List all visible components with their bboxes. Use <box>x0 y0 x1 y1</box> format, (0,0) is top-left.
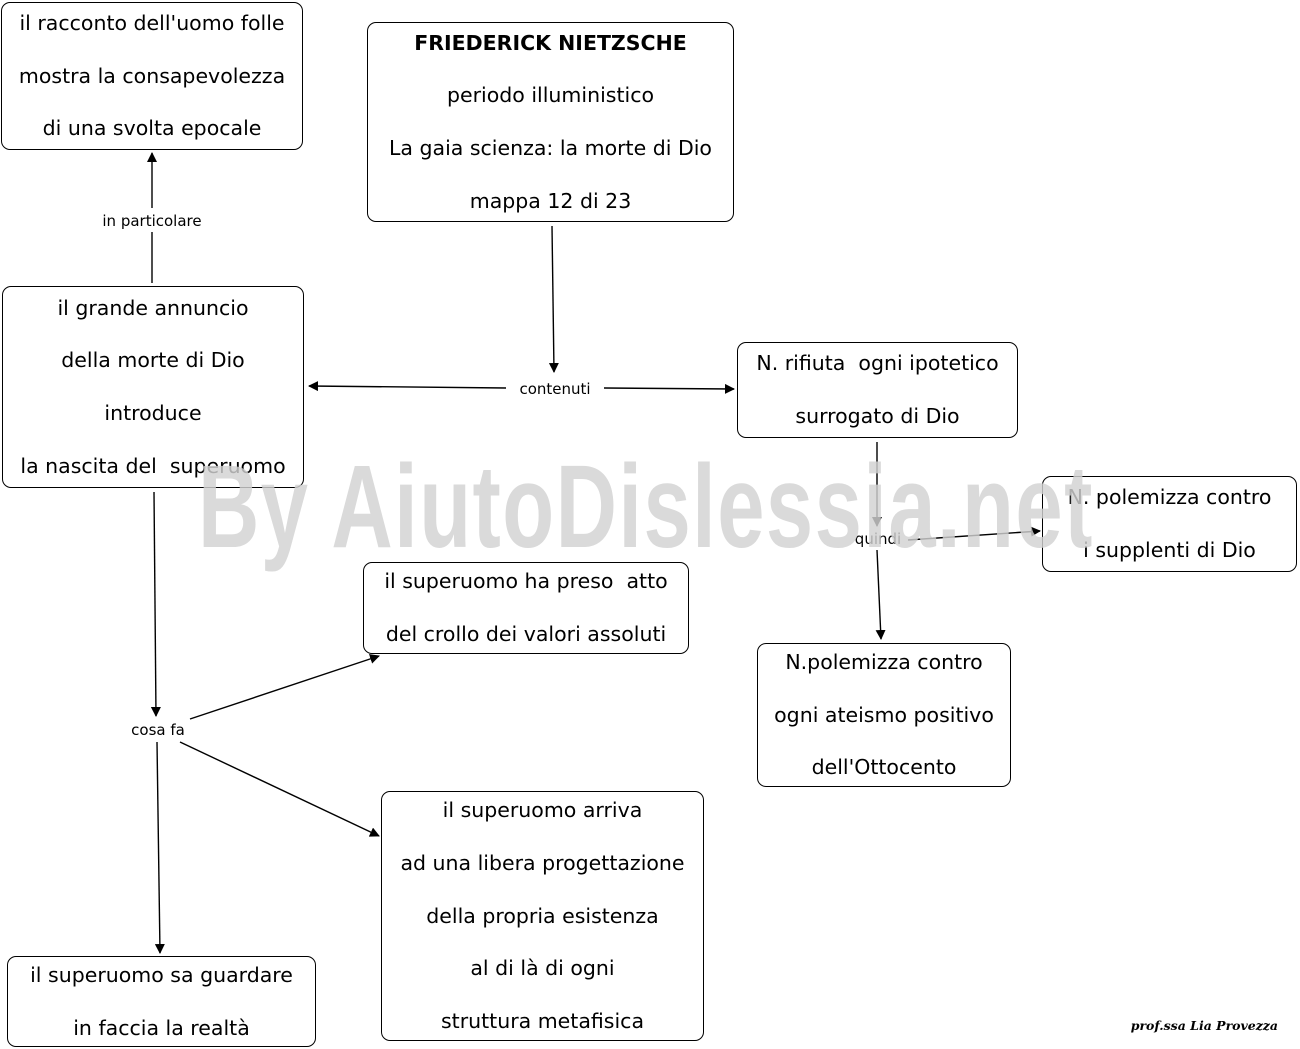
connector-contenuti-to-announcement <box>308 381 507 392</box>
node-collapse: il superuomo ha preso atto del crollo de… <box>363 562 689 654</box>
connector-cosa-fa-to-collapse <box>189 654 380 720</box>
node-project-line-4: al di là di ogni <box>470 956 615 981</box>
node-announcement-line-3: introduce <box>104 401 202 425</box>
connector-quindi-to-atheism <box>875 549 886 640</box>
node-madman-line-3: di una svolta epocale <box>42 116 262 141</box>
link-label-in-particolare: in particolare <box>99 212 205 230</box>
connector-title-to-contenuti <box>548 225 559 373</box>
node-project-line-5: struttura metafisica <box>440 1009 645 1034</box>
node-reality: il superuomo sa guardare in faccia la re… <box>7 956 316 1047</box>
node-reality-line-1: il superuomo sa guardare <box>30 962 293 987</box>
node-madman: il racconto dell'uomo folle mostra la co… <box>1 2 303 150</box>
node-title-line-4: mappa 12 di 23 <box>469 188 632 213</box>
node-announcement-line-2: della morte di Dio <box>61 348 245 373</box>
node-title-line-2: periodo illuministico <box>446 83 655 108</box>
node-supplents-line-1: N. polemizza contro <box>1067 485 1272 510</box>
node-title: FRIEDERICK NIETZSCHE periodo illuministi… <box>367 22 734 222</box>
node-collapse-line-2: del crollo dei valori assoluti <box>385 622 667 646</box>
connector-cosa-fa-to-project <box>179 741 380 837</box>
node-project-line-3: della propria esistenza <box>426 903 659 928</box>
node-title-line-3: La gaia scienza: la morte di Dio <box>389 136 712 160</box>
node-supplents-line-2: i supplenti di Dio <box>1083 538 1256 562</box>
node-rejects-line-2: surrogato di Dio <box>795 404 960 428</box>
node-rejects-line-1: N. rifiuta ogni ipotetico <box>756 351 999 376</box>
node-atheism-line-1: N.polemizza contro <box>785 649 983 674</box>
connector-quindi-to-supplents <box>907 526 1041 541</box>
link-label-quindi: quindi <box>851 530 905 548</box>
connector-announcement-to-cosa-fa <box>150 491 161 717</box>
node-announcement: il grande annuncio della morte di Dio in… <box>2 286 304 488</box>
node-project-line-1: il superuomo arriva <box>442 798 643 823</box>
node-atheism-line-3: dell'Ottocento <box>811 755 957 780</box>
link-label-contenuti: contenuti <box>516 380 594 398</box>
node-project: il superuomo arriva ad una libera proget… <box>381 791 704 1041</box>
link-label-cosa-fa: cosa fa <box>128 721 188 739</box>
connector-cosa-fa-to-reality <box>154 741 165 954</box>
node-rejects: N. rifiuta ogni ipotetico surrogato di D… <box>737 342 1018 438</box>
node-madman-line-2: mostra la consapevolezza <box>18 63 286 88</box>
connector-contenuti-to-rejects <box>603 383 735 394</box>
node-collapse-line-1: il superuomo ha preso atto <box>384 569 668 594</box>
node-atheism: N.polemizza contro ogni ateismo positivo… <box>757 643 1011 787</box>
node-madman-line-1: il racconto dell'uomo folle <box>19 10 285 35</box>
node-announcement-line-4: la nascita del superuomo <box>20 453 286 478</box>
author-credit: prof.ssa Lia Provezza <box>1130 1018 1278 1033</box>
node-supplents: N. polemizza contro i supplenti di Dio <box>1042 476 1297 572</box>
node-project-line-2: ad una libera progettazione <box>400 850 685 875</box>
node-announcement-line-1: il grande annuncio <box>57 295 249 320</box>
node-reality-line-2: in faccia la realtà <box>73 1015 250 1040</box>
node-title-heading: FRIEDERICK NIETZSCHE <box>414 30 687 55</box>
node-atheism-line-2: ogni ateismo positivo <box>774 702 994 727</box>
